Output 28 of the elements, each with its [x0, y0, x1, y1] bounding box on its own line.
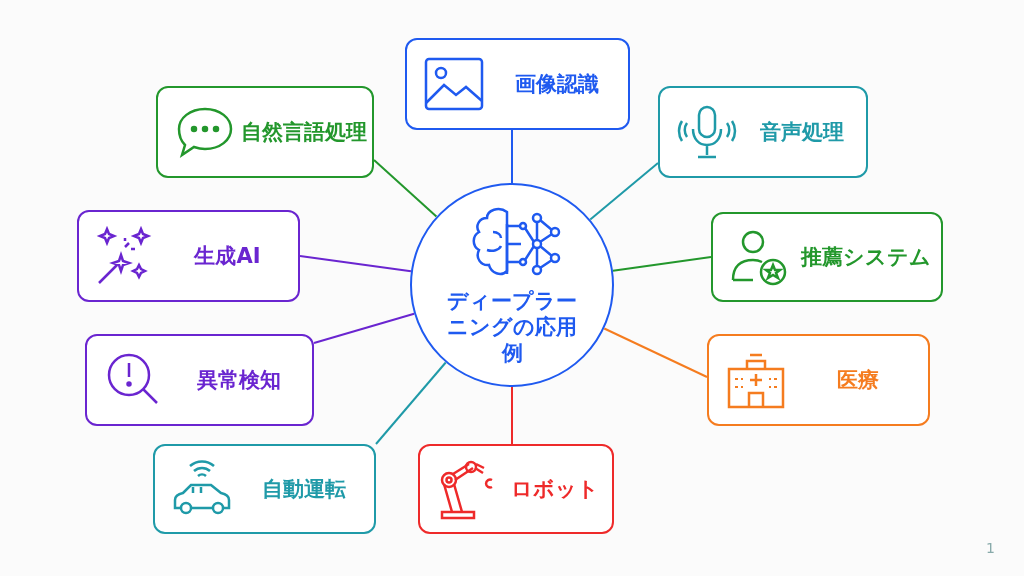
center-title: ディープラーニングの応用例	[446, 287, 578, 367]
page-number: 1	[986, 540, 995, 556]
connector-line	[313, 312, 416, 344]
application-label: 音声処理	[759, 119, 845, 146]
connector-line	[375, 361, 447, 445]
application-label: 画像認識	[513, 71, 600, 98]
application-card	[418, 444, 614, 534]
application-card	[156, 86, 374, 178]
connector-line	[603, 327, 708, 378]
application-label: 医療	[835, 367, 880, 394]
application-card	[85, 334, 314, 426]
connector-line	[373, 159, 438, 218]
connector-line	[511, 129, 513, 184]
application-label: 生成AI	[192, 243, 262, 270]
application-label: 自動運転	[260, 476, 347, 503]
application-label: ロボット	[510, 476, 600, 503]
application-card	[707, 334, 930, 426]
application-card	[77, 210, 300, 302]
application-card	[405, 38, 630, 130]
application-card	[153, 444, 376, 534]
application-card	[711, 212, 943, 302]
application-label: 異常検知	[195, 367, 282, 394]
application-label: 自然言語処理	[240, 119, 368, 146]
application-label: 推薦システム	[799, 244, 932, 271]
connector-line	[299, 255, 412, 273]
application-card	[658, 86, 868, 178]
connector-line	[612, 256, 712, 272]
connector-line	[589, 162, 659, 221]
